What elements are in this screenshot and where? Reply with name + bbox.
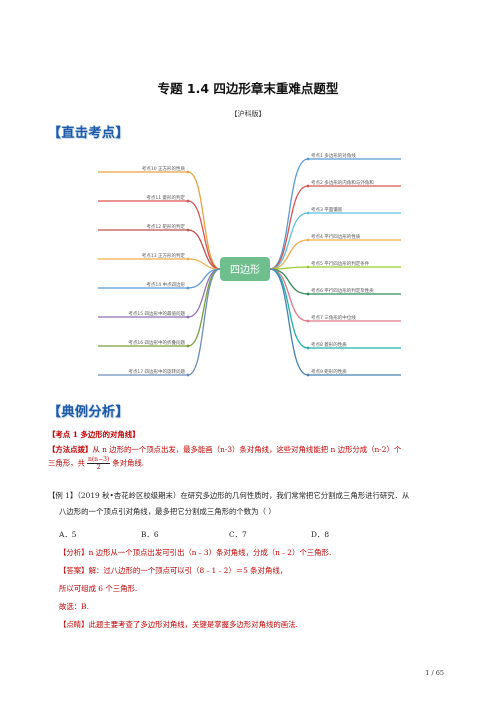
mind-map-node-dot bbox=[186, 228, 190, 232]
option-d: D．8 bbox=[311, 530, 330, 539]
mind-map-branch bbox=[269, 185, 401, 270]
page-number: 1 / 65 bbox=[425, 669, 444, 677]
mind-map-branch bbox=[98, 268, 221, 376]
mind-map-topic-right-4: 考点4 平行四边形的性质 bbox=[311, 233, 361, 240]
analysis-label: 【分析】 bbox=[59, 548, 89, 557]
answer-line-2: 所以可组成 6 个三角形. bbox=[59, 584, 138, 593]
comment-line: 【点睛】此题主要考查了多边形对角线，关键是掌握多边形对角线的画法. bbox=[59, 618, 459, 631]
mind-map-node-dot bbox=[306, 265, 310, 269]
example-line-2: 八边形的一个顶点引对角线，最多把它分割成三角形的个数为（ ） bbox=[59, 507, 276, 516]
mind-map-branch bbox=[269, 266, 401, 270]
section-banner-direct: 【直击考点】 bbox=[48, 126, 130, 141]
mind-map-center-label: 四边形 bbox=[230, 264, 260, 276]
comment-text: 此题主要考查了多边形对角线，关键是掌握多边形对角线的画法. bbox=[88, 620, 298, 629]
mind-map-branch bbox=[98, 258, 221, 270]
method-line-1: 【方法点拨】从 n 边形的一个顶点出发，最多能画（n-3）条对角线，这些对角线能… bbox=[48, 443, 448, 456]
section-banner-analysis: 【典例分析】 bbox=[48, 405, 130, 420]
mind-map-node-dot bbox=[306, 292, 310, 296]
mind-map-branch bbox=[269, 212, 401, 270]
mind-map-node-dot bbox=[306, 346, 310, 350]
mind-map-topic-right-3: 考点3 平面镶嵌 bbox=[311, 206, 343, 213]
mind-map-node-dot bbox=[306, 157, 310, 161]
answer-text: 解：过八边形的一个顶点可以引（8﹣1﹣2）＝5 条对角线， bbox=[88, 566, 288, 575]
example-line-1: 【例 1】（2019 秋•杏花岭区校级期末）在研究多边形的几何性质时，我们常常把… bbox=[48, 491, 410, 500]
mind-map-topic-left-13: 考点13 正方形的判定 bbox=[142, 252, 186, 259]
mind-map-topic-left-15: 考点15 四边形中的最值问题 bbox=[128, 310, 185, 317]
mind-map-topic-left-16: 考点16 四边形中的折叠问题 bbox=[128, 339, 185, 346]
mind-map-topic-left-12: 考点12 矩形的判定 bbox=[146, 223, 185, 230]
mind-map-node-dot bbox=[186, 373, 190, 377]
mind-map-topic-left-11: 考点11 菱形的判定 bbox=[146, 194, 185, 201]
mind-map-node-dot bbox=[186, 170, 190, 174]
mind-map-topic-right-9: 考点9 矩形的性质 bbox=[311, 368, 347, 375]
option-b: B．6 bbox=[141, 530, 159, 539]
mind-map-topic-right-6: 考点6 平行四边形的判定及性质 bbox=[311, 287, 374, 294]
method-label: 【方法点拨】 bbox=[48, 445, 93, 454]
mind-map-node-dot bbox=[306, 238, 310, 242]
mind-map-topic-right-1: 考点1 多边形的对角线 bbox=[311, 152, 356, 159]
mind-map-topic-right-5: 考点5 平行四边形的判定条件 bbox=[311, 260, 370, 267]
option-c: C．7 bbox=[229, 530, 247, 539]
mind-map-topic-right-2: 考点2 多边形的内角和与外角和 bbox=[311, 179, 374, 186]
comment-label: 【点睛】 bbox=[59, 620, 89, 629]
mind-map-topic-left-17: 考点17 四边形中的旋转问题 bbox=[128, 368, 185, 375]
method-text-1: 从 n 边形的一个顶点出发，最多能画（n-3）条对角线，这些对角线能把 n 边形… bbox=[92, 445, 402, 454]
mind-map-node-dot bbox=[186, 257, 190, 261]
mind-map-branch bbox=[98, 268, 221, 318]
mind-map-node-dot bbox=[306, 211, 310, 215]
mind-map-topic-right-7: 考点7 三角形的中位线 bbox=[311, 314, 356, 321]
mind-map-topic-left-14: 考点14 中点四边形 bbox=[146, 281, 185, 288]
answer-line: 【答案】解：过八边形的一个顶点可以引（8﹣1﹣2）＝5 条对角线， bbox=[59, 564, 459, 577]
mind-map-node-dot bbox=[306, 373, 310, 377]
answer-label: 【答案】 bbox=[59, 566, 89, 575]
answer-line-3: 故选：B. bbox=[59, 602, 89, 611]
mind-map-node-dot bbox=[186, 286, 190, 290]
mind-map-center-node bbox=[220, 257, 270, 281]
fraction: n(n−3)2 bbox=[86, 456, 111, 471]
mind-map-branch bbox=[98, 171, 221, 270]
method-text-2a: 三角形，共 bbox=[48, 458, 85, 468]
method-text-2b: 条对角线. bbox=[112, 458, 145, 468]
mind-map-node-dot bbox=[186, 199, 190, 203]
analysis-line: 【分析】n 边形从一个顶点出发可引出（n﹣3）条对角线，分成（n﹣2）个三角形. bbox=[59, 546, 459, 559]
mind-map-topic-left-10: 考点10 正方形的性质 bbox=[142, 165, 186, 172]
kaodian-heading: 【考点 1 多边形的对角线】 bbox=[48, 430, 140, 439]
fraction-numerator: n(n−3) bbox=[86, 456, 111, 464]
mind-map-branch bbox=[269, 268, 401, 376]
option-a: A．5 bbox=[59, 530, 77, 539]
mind-map-branch bbox=[269, 268, 401, 349]
mind-map-node-dot bbox=[186, 315, 190, 319]
edition-label: 【沪科版】 bbox=[230, 110, 266, 118]
mind-map-branch bbox=[98, 200, 221, 270]
mind-map-branch bbox=[269, 158, 401, 270]
mind-map-topic-right-8: 考点8 菱形的性质 bbox=[311, 341, 347, 348]
mind-map-node-dot bbox=[306, 319, 310, 323]
document-title: 专题 1.4 四边形章末重难点题型 bbox=[157, 81, 339, 96]
mind-map-node-dot bbox=[186, 344, 190, 348]
fraction-denominator: 2 bbox=[96, 464, 101, 471]
mind-map-node-dot bbox=[306, 184, 310, 188]
analysis-text: n 边形从一个顶点出发可引出（n﹣3）条对角线，分成（n﹣2）个三角形. bbox=[88, 548, 332, 557]
